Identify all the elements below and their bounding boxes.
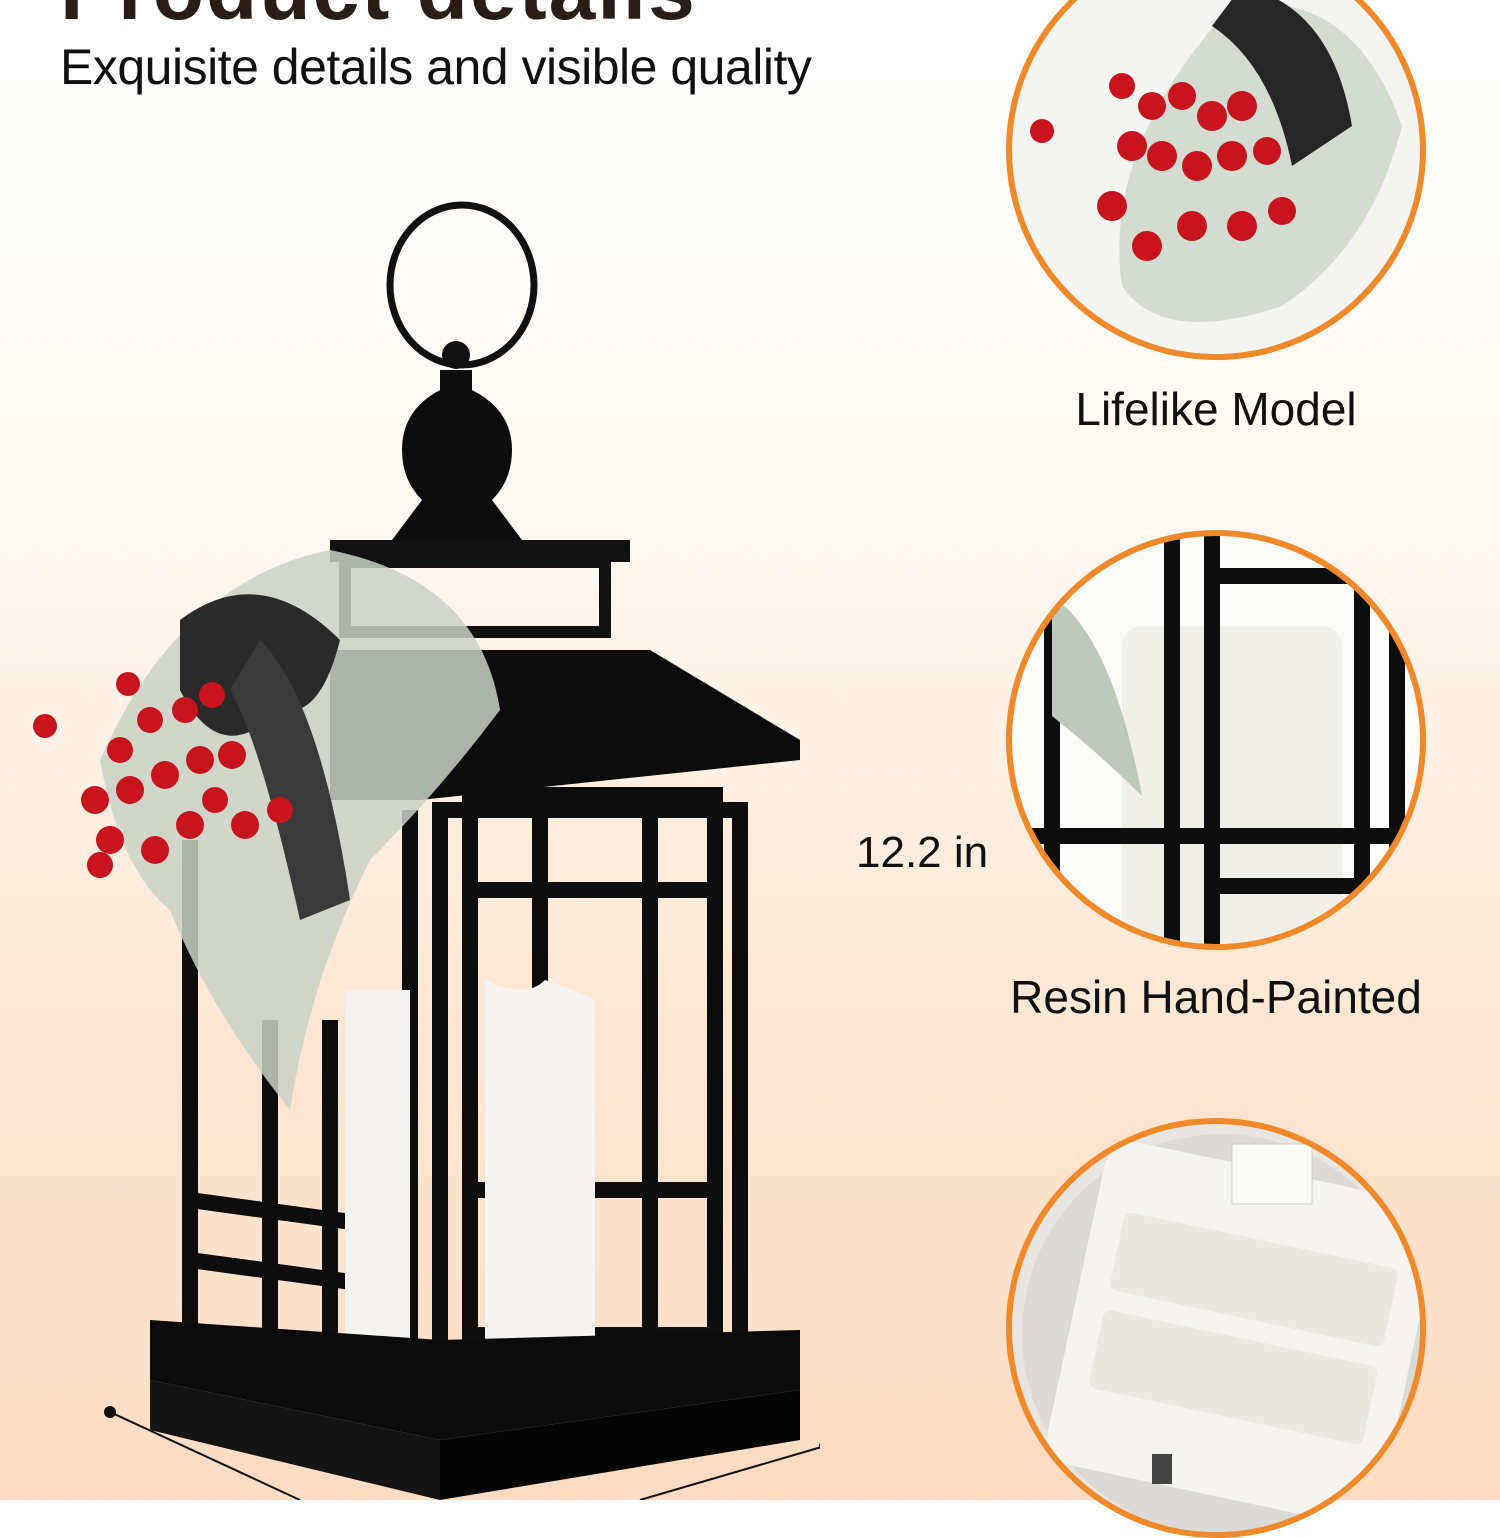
page-subtitle: Exquisite details and visible quality (60, 39, 812, 95)
battery-compartment-icon (1022, 1134, 1420, 1532)
candle-closeup-icon (1012, 536, 1420, 944)
lantern-image (33, 201, 820, 1500)
detail-circle-candle (1006, 530, 1426, 950)
height-dimension-label: 12.2 in (856, 828, 989, 877)
caption-resin-hand-painted: Resin Hand-Painted (1010, 971, 1422, 1023)
detail-circle-battery (1006, 1118, 1426, 1538)
detail-circle-berries (1006, 0, 1426, 360)
berries-icon (33, 672, 293, 878)
caption-lifelike-model: Lifelike Model (1075, 383, 1357, 435)
depth-dimension-line (639, 1446, 820, 1500)
page-title: Product details (60, 0, 697, 39)
berries-closeup-icon (1030, 0, 1402, 322)
width-dimension-line (109, 1411, 301, 1500)
